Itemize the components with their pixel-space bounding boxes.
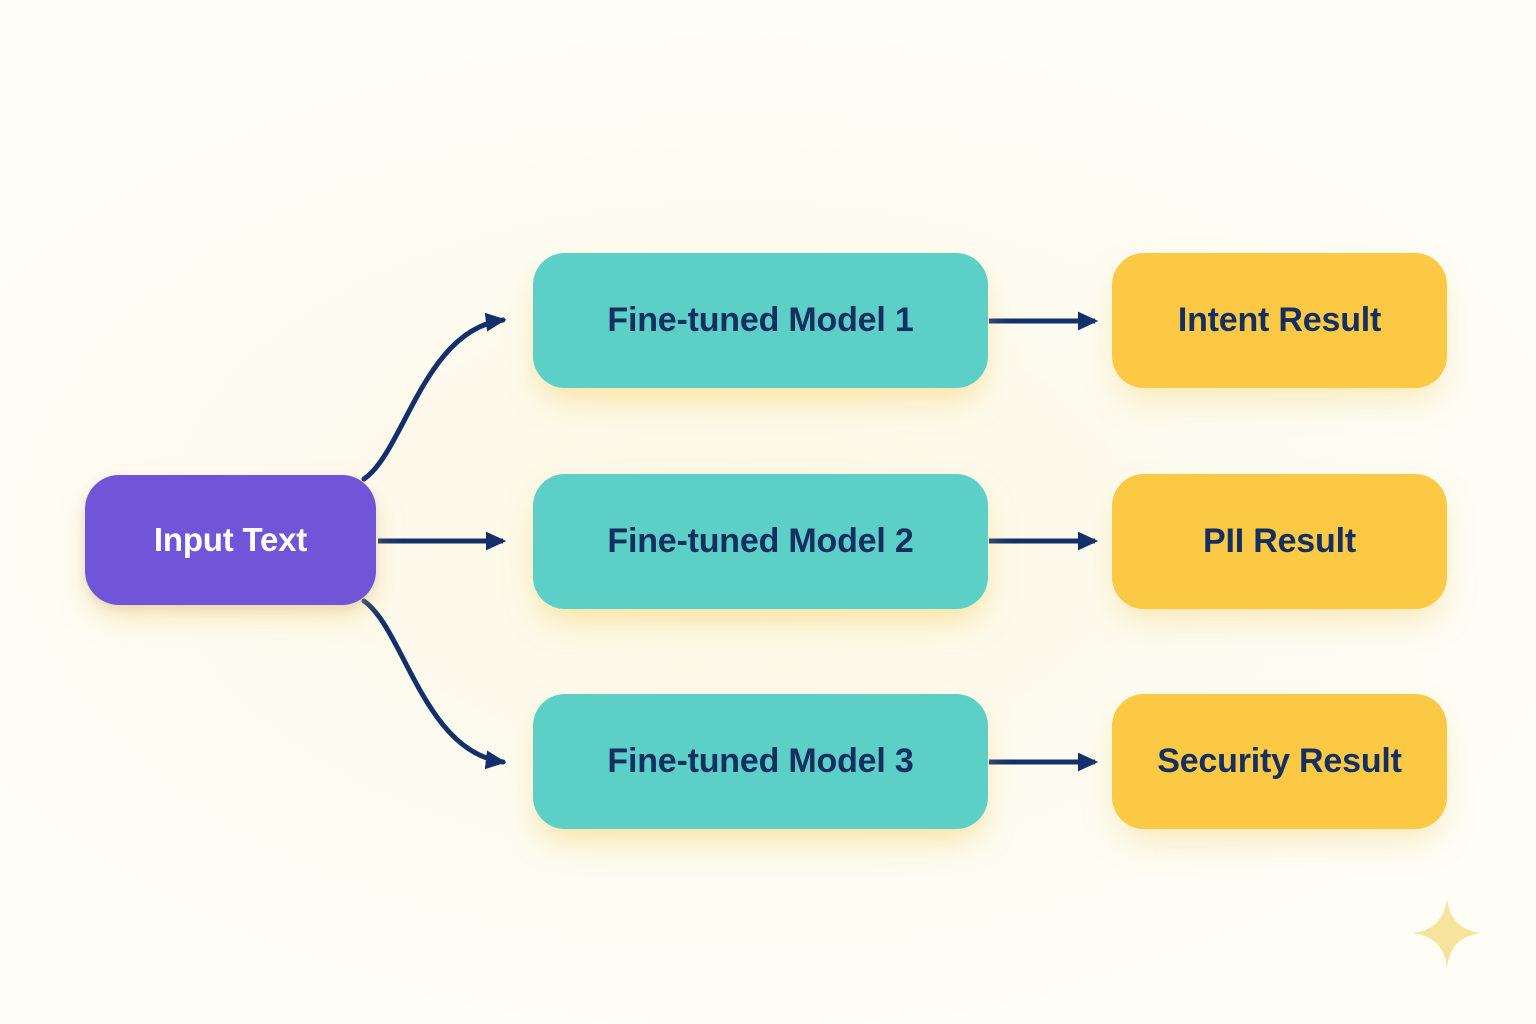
node-fine-tuned-model-2[interactable]: Fine-tuned Model 2 [533, 474, 988, 609]
edge-input-to-model-3 [361, 598, 507, 770]
sparkle-icon [1412, 898, 1482, 968]
node-input-text[interactable]: Input Text [85, 475, 376, 605]
node-intent-result[interactable]: Intent Result [1112, 253, 1447, 388]
node-fine-tuned-model-3[interactable]: Fine-tuned Model 3 [533, 694, 988, 829]
node-fine-tuned-model-1[interactable]: Fine-tuned Model 1 [533, 253, 988, 388]
edge-input-to-model-1 [361, 312, 507, 482]
node-security-result[interactable]: Security Result [1112, 694, 1447, 829]
node-pii-result[interactable]: PII Result [1112, 474, 1447, 609]
